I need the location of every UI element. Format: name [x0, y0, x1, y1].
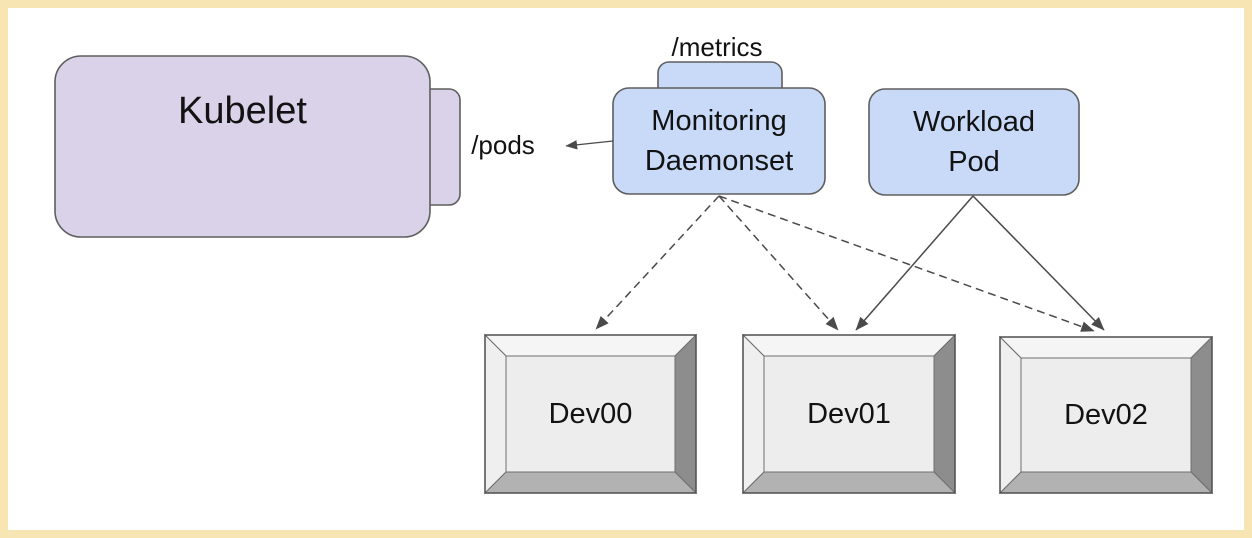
device-dev02: [998, 335, 1214, 495]
edge-workload-to-dev01: [855, 195, 974, 331]
edge-monitoring-to-dev01: [718, 195, 839, 331]
node-kubelet-box: [54, 55, 431, 238]
edge-monitoring-to-dev02: [718, 195, 1095, 332]
edge-workload-to-dev02: [972, 195, 1105, 331]
edge-monitoring-to-pods: [565, 140, 614, 150]
node-monitoring-daemonset-box: [612, 87, 826, 195]
device-dev01: [741, 333, 957, 495]
node-workload-pod-box: [868, 88, 1080, 196]
edge-monitoring-to-dev00: [595, 195, 720, 330]
device-dev00: [483, 333, 698, 495]
